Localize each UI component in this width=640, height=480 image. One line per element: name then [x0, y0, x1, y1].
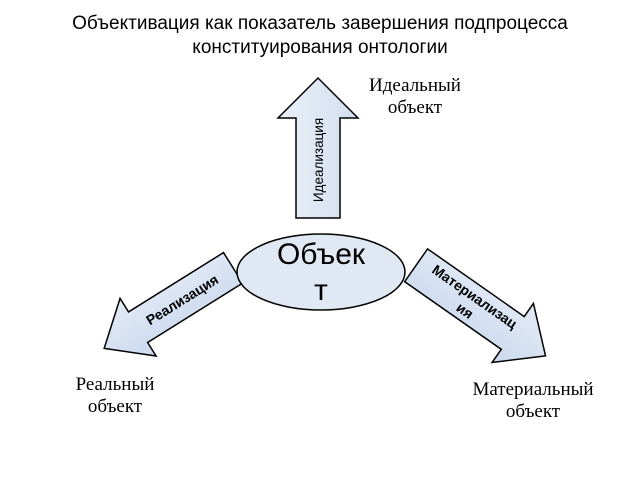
realization-arrow-shape: [103, 251, 244, 358]
ideal-object-line-1: Идеальный: [369, 75, 461, 96]
material-object-line-2: объект: [505, 401, 561, 422]
realization-arrow: Реализация: [103, 251, 244, 358]
idealization-arrow-shape: [276, 76, 360, 219]
ideal-object-line-2: объект: [387, 97, 443, 118]
object-node: Объек т: [236, 233, 406, 311]
object-label-line-1: Объек: [277, 238, 366, 271]
slide-title: Объективация как показатель завершения п…: [0, 12, 640, 60]
real-object-line-1: Реальный: [75, 374, 155, 395]
ideal-object-label: Идеальный объект: [355, 75, 475, 119]
object-label-line-2: т: [314, 274, 328, 307]
real-object-label: Реальный объект: [55, 374, 175, 418]
material-object-label: Материальный объект: [458, 379, 608, 423]
material-object-line-1: Материальный: [472, 379, 594, 400]
slide-title-line-2: конституирования онтологии: [192, 37, 448, 58]
idealization-arrow: Идеализация: [276, 76, 360, 219]
materialization-arrow: Материализац ия: [403, 247, 547, 364]
materialization-arrow-shape: [403, 247, 547, 364]
idealization-arrow-label: Идеализация: [311, 118, 326, 202]
materialization-arrow-label-line-2: ия: [454, 299, 477, 322]
slide-title-line-1: Объективация как показатель завершения п…: [72, 13, 568, 34]
real-object-line-2: объект: [87, 396, 143, 417]
object-ellipse: [236, 233, 406, 311]
